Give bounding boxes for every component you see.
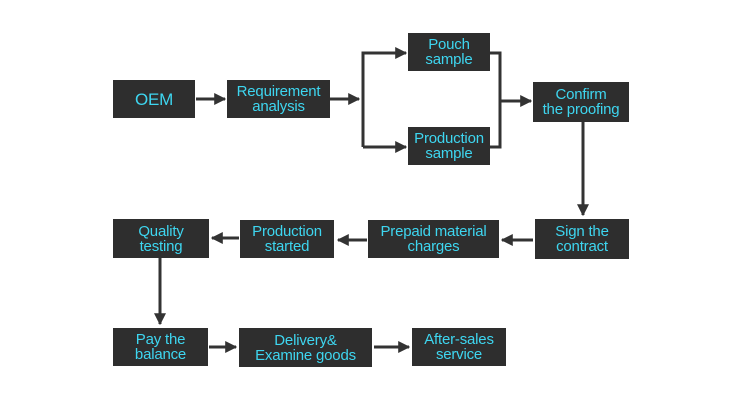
node-sign-the-contract: Sign the contract <box>535 219 629 259</box>
arrow-split-to-pouch <box>361 47 408 147</box>
node-requirement-analysis-line-2: analysis <box>252 98 305 115</box>
node-requirement-analysis: Requirement analysis <box>227 80 330 118</box>
node-production-started-line-1: Production <box>252 223 322 240</box>
node-pay-the-balance-line-1: Pay the <box>135 331 186 348</box>
node-requirement-analysis-line-1: Requirement <box>236 83 321 100</box>
node-sign-the-contract-line-2: contract <box>556 238 608 255</box>
node-oem-line-1: OEM <box>134 89 174 109</box>
node-confirm-the-proofing-line-2: the proofing <box>542 101 620 118</box>
node-pouch-sample: Pouch sample <box>408 33 490 71</box>
node-quality-testing-line-1: Quality <box>138 222 184 240</box>
node-prepaid-material-charges-line-2: charges <box>407 238 460 255</box>
node-prepaid-material-charges: Prepaid material charges <box>368 220 499 258</box>
node-quality-testing-line-2: testing <box>139 237 183 255</box>
node-delivery-examine-goods-line-1: Delivery& <box>274 331 337 349</box>
node-confirm-the-proofing: Confirm the proofing <box>533 82 629 122</box>
node-production-started: Production started <box>240 220 334 258</box>
node-confirm-the-proofing-line-1: Confirm <box>555 86 607 103</box>
node-production-started-line-2: started <box>264 238 310 255</box>
node-pouch-sample-line-2: sample <box>425 51 473 68</box>
connector-pouch-to-merge <box>490 51 502 149</box>
node-quality-testing: Quality testing <box>113 219 209 258</box>
node-after-sales-service-line-2: service <box>435 346 483 363</box>
node-sign-the-contract-line-1: Sign the <box>555 223 609 240</box>
node-after-sales-service: After-sales service <box>412 328 506 366</box>
node-after-sales-service-line-1: After-sales <box>424 331 494 348</box>
node-production-sample-line-2: sample <box>425 145 473 162</box>
node-prepaid-material-charges-line-1: Prepaid material <box>380 223 487 240</box>
node-pay-the-balance-line-2: balance <box>134 346 187 363</box>
node-oem: OEM <box>113 80 195 118</box>
node-production-sample: Production sample <box>408 127 490 165</box>
node-delivery-examine-goods: Delivery& Examine goods <box>239 328 372 367</box>
node-pouch-sample-line-1: Pouch <box>428 36 470 53</box>
node-delivery-examine-goods-line-2: Examine goods <box>255 346 356 364</box>
node-production-sample-line-1: Production <box>414 130 484 147</box>
node-pay-the-balance: Pay the balance <box>113 328 208 366</box>
